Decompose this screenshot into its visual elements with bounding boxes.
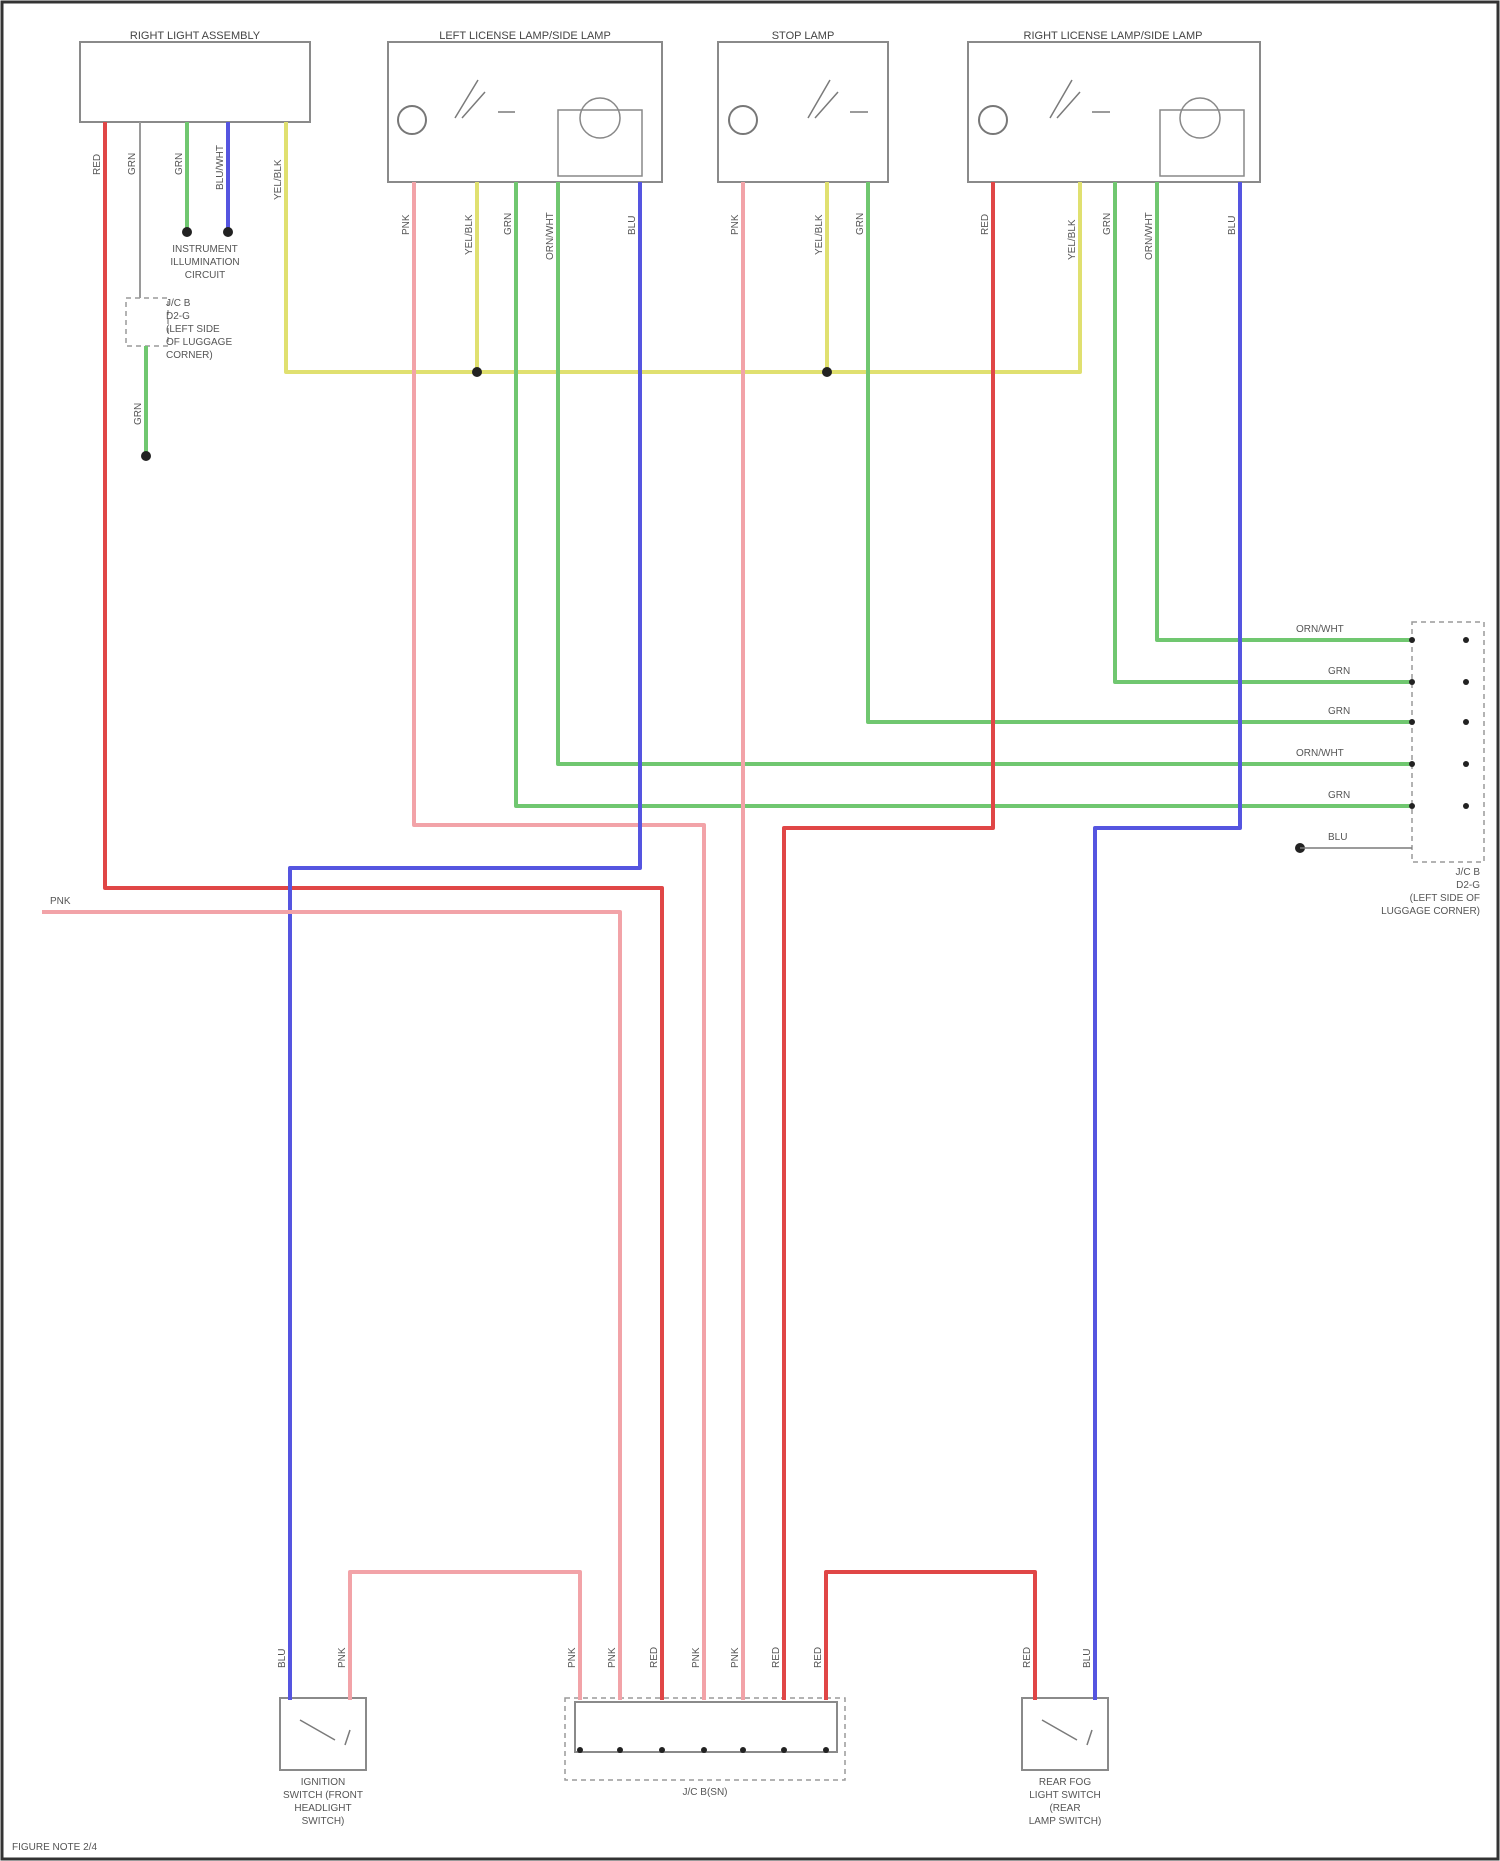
note-bottom-left: IGNITION SWITCH (FRONT HEADLIGHT SWITCH) [283, 1777, 363, 1827]
bottom-center-connector [565, 1698, 845, 1780]
left-unit-title: RIGHT LIGHT ASSEMBLY [130, 30, 261, 42]
wire-label: PNK [730, 214, 741, 235]
bottom-right-switch [1022, 1698, 1108, 1770]
bottom-left-switch [280, 1698, 366, 1770]
wire-label: BLU [627, 216, 638, 235]
wire-label: GRN [1328, 706, 1350, 717]
wire-label: RED [813, 1647, 824, 1668]
wire-label: YEL/BLK [1067, 219, 1078, 260]
note-right-connector: J/C B D2-G (LEFT SIDE OF LUGGAGE CORNER) [1381, 867, 1480, 917]
wire-label: YEL/BLK [814, 214, 825, 255]
wire-label: BLU [1328, 832, 1347, 843]
center-lamp: STOP LAMP [718, 30, 888, 182]
svg-text:(LEFT SIDE: (LEFT SIDE [166, 324, 220, 335]
wire-green [1115, 182, 1412, 682]
wire-blue [290, 182, 640, 1700]
wire-label: ORN/WHT [545, 212, 556, 260]
wire-label: GRN [1328, 790, 1350, 801]
svg-text:LAMP SWITCH): LAMP SWITCH) [1029, 1816, 1102, 1827]
wire-red [826, 1572, 1035, 1700]
wire-label: RED [92, 154, 103, 175]
svg-text:HEADLIGHT: HEADLIGHT [294, 1803, 351, 1814]
terminal-dot [223, 227, 233, 237]
svg-text:J/C B: J/C B [166, 298, 191, 309]
wire-label: PNK [607, 1647, 618, 1668]
wire-label: PNK [50, 896, 71, 907]
wire-label: RED [771, 1647, 782, 1668]
svg-text:IGNITION: IGNITION [301, 1777, 345, 1788]
svg-text:SWITCH (FRONT: SWITCH (FRONT [283, 1790, 363, 1801]
wire-label: PNK [337, 1647, 348, 1668]
wire-green [516, 182, 1412, 806]
center-lamp-title: STOP LAMP [772, 30, 835, 42]
wire-label: RED [1022, 1647, 1033, 1668]
wire-red [784, 182, 993, 1700]
svg-text:(LEFT SIDE OF: (LEFT SIDE OF [1410, 893, 1480, 904]
wire-label: GRN [855, 213, 866, 235]
svg-text:LIGHT SWITCH: LIGHT SWITCH [1029, 1790, 1100, 1801]
wire-label: BLU [1082, 1649, 1093, 1668]
svg-text:CIRCUIT: CIRCUIT [185, 270, 226, 281]
wire-label: PNK [401, 214, 412, 235]
wire-label: PNK [730, 1647, 741, 1668]
svg-text:CORNER): CORNER) [166, 350, 213, 361]
terminal-dot [182, 227, 192, 237]
wire-label: GRN [1328, 666, 1350, 677]
svg-text:D2-G: D2-G [1456, 880, 1480, 891]
wire-label: GRN [127, 153, 138, 175]
footer-note: FIGURE NOTE 2/4 [12, 1842, 97, 1853]
svg-text:INSTRUMENT: INSTRUMENT [172, 244, 238, 255]
note-splice: J/C B D2-G (LEFT SIDE OF LUGGAGE CORNER) [166, 298, 232, 361]
left-lamp-title: LEFT LICENSE LAMP/SIDE LAMP [439, 30, 611, 42]
svg-text:LUGGAGE CORNER): LUGGAGE CORNER) [1381, 906, 1480, 917]
right-lamp-title: RIGHT LICENSE LAMP/SIDE LAMP [1024, 30, 1203, 42]
wire-pink [42, 912, 620, 1700]
svg-text:D2-G: D2-G [166, 311, 190, 322]
wire-label: BLU [277, 1649, 288, 1668]
wire-label: GRN [133, 403, 144, 425]
left-unit: RIGHT LIGHT ASSEMBLY [80, 30, 310, 122]
svg-text:(REAR: (REAR [1049, 1803, 1080, 1814]
splice-connector [126, 298, 168, 346]
svg-text:REAR FOG: REAR FOG [1039, 1777, 1091, 1788]
note-illum: INSTRUMENT ILLUMINATION CIRCUIT [170, 244, 239, 281]
wire-label: ORN/WHT [1296, 624, 1344, 635]
svg-text:SWITCH): SWITCH) [302, 1816, 345, 1827]
wire-label: YEL/BLK [464, 214, 475, 255]
left-lamp: LEFT LICENSE LAMP/SIDE LAMP [388, 30, 662, 182]
wire-label: RED [980, 214, 991, 235]
right-connector [1412, 622, 1484, 862]
wire-green [558, 182, 1412, 764]
wire-green [1157, 182, 1412, 640]
ground-dot [141, 451, 151, 461]
wire-label: ORN/WHT [1144, 212, 1155, 260]
svg-text:J/C B: J/C B [1456, 867, 1481, 878]
note-bottom-center: J/C B(SN) [683, 1787, 728, 1798]
wire-label: GRN [503, 213, 514, 235]
svg-text:ILLUMINATION: ILLUMINATION [170, 257, 239, 268]
junction-dot [822, 367, 832, 377]
right-connector-pins [1300, 637, 1469, 848]
junction-dot [472, 367, 482, 377]
wire-label: PNK [691, 1647, 702, 1668]
wire-label: RED [649, 1647, 660, 1668]
wire-pink [350, 1572, 580, 1700]
wire-label: GRN [174, 153, 185, 175]
wire-label: BLU/WHT [215, 145, 226, 190]
note-bottom-right: REAR FOG LIGHT SWITCH (REAR LAMP SWITCH) [1029, 1777, 1102, 1827]
wire-label: GRN [1102, 213, 1113, 235]
wire-label: YEL/BLK [273, 159, 284, 200]
wire-label: BLU [1227, 216, 1238, 235]
right-lamp: RIGHT LICENSE LAMP/SIDE LAMP [968, 30, 1260, 182]
wire-label: ORN/WHT [1296, 748, 1344, 759]
svg-text:OF LUGGAGE: OF LUGGAGE [166, 337, 232, 348]
wire-label: PNK [567, 1647, 578, 1668]
